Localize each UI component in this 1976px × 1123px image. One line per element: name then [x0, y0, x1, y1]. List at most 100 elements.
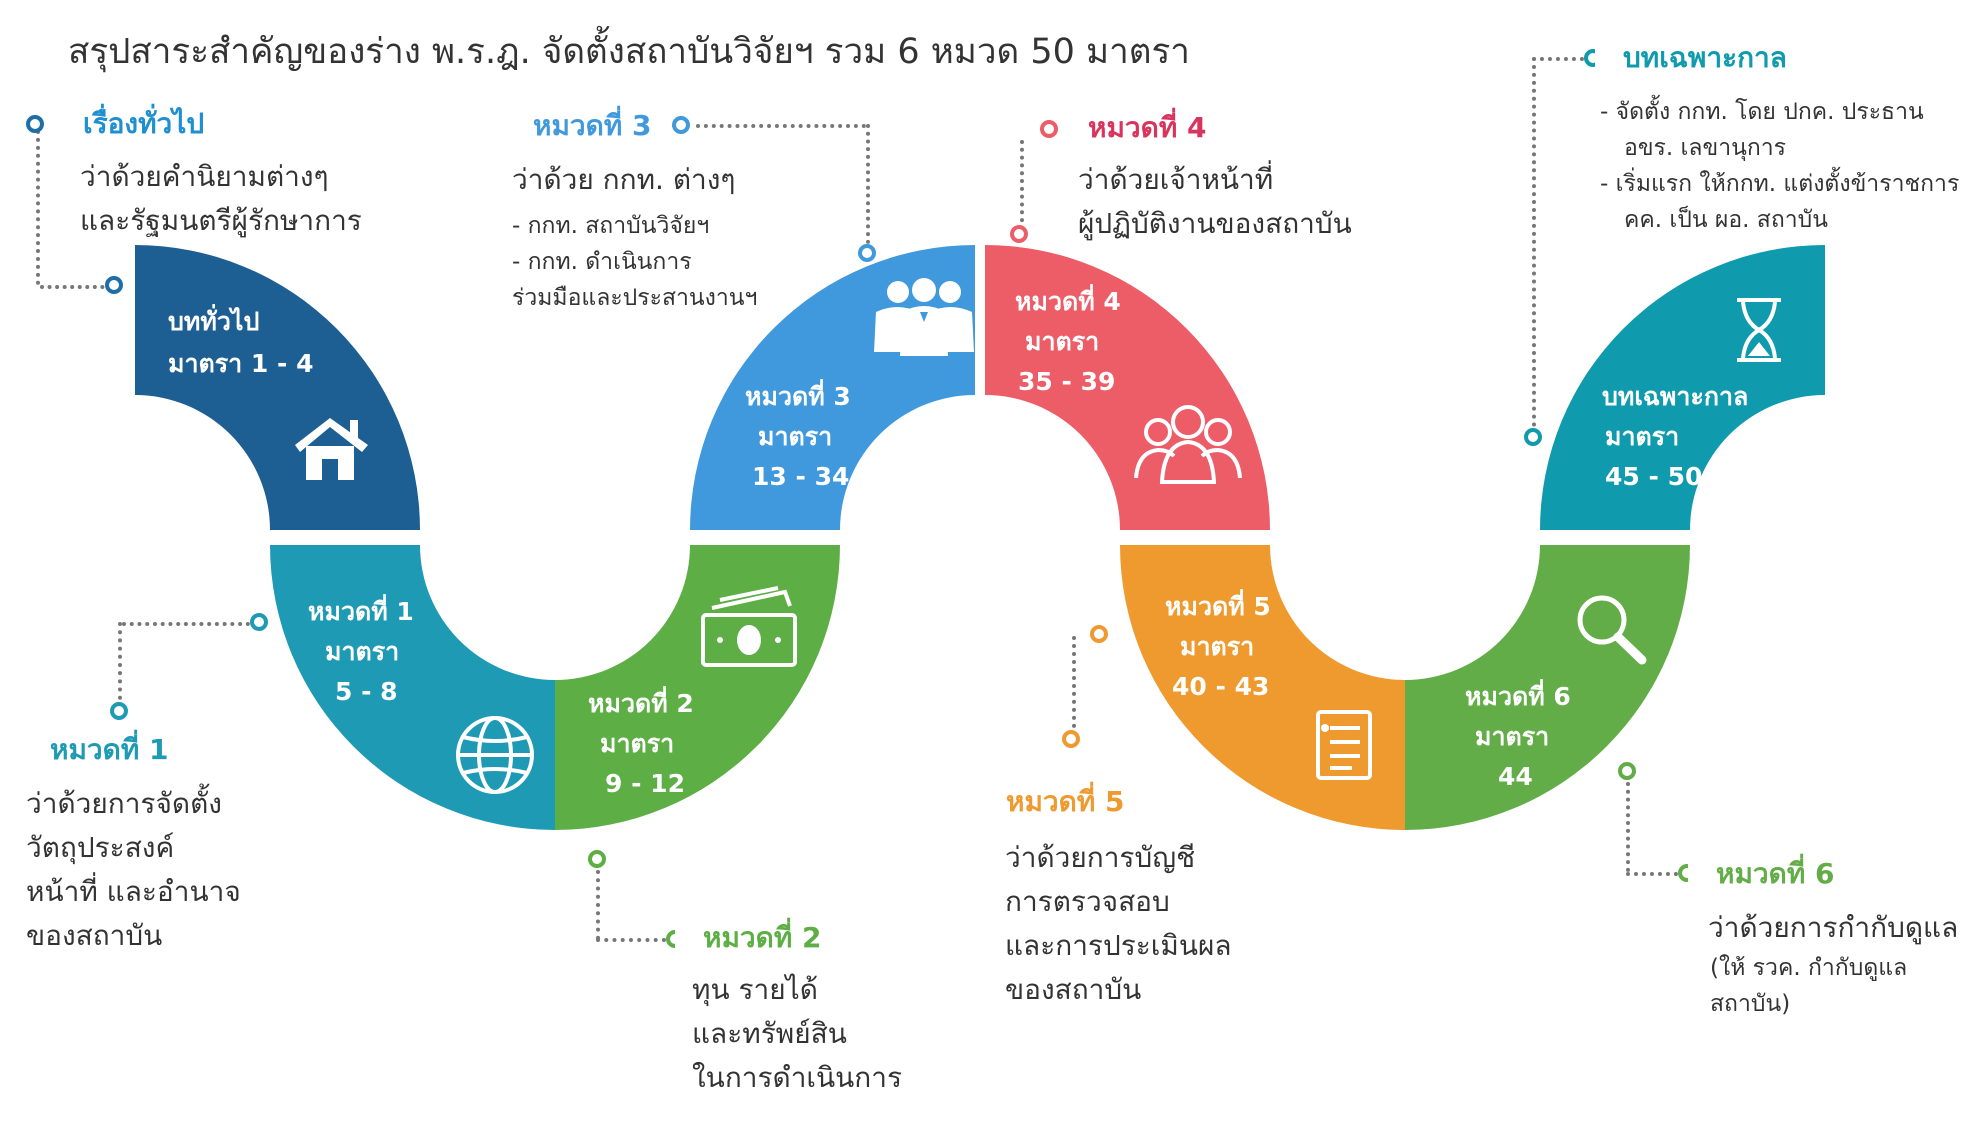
tag-ch4: หมวดที่ 4 [1060, 106, 1241, 150]
connector-ch1-h [122, 622, 250, 626]
ch4-heading: หมวดที่ 4 [1015, 284, 1121, 316]
dot-ch3-end [858, 244, 876, 262]
hourglass-icon [1737, 298, 1781, 362]
desc-transitional-line: อขร. เลขานุการ [1624, 135, 1787, 161]
search-icon [1577, 595, 1647, 665]
desc-ch4: ว่าด้วยเจ้าหน้าที่ ผู้ปฏิบัติงานของสถาบั… [1078, 158, 1352, 246]
ch3-heading: หมวดที่ 3 [745, 379, 851, 411]
desc-ch3-subline: ร่วมมือและประสานงานฯ [512, 285, 758, 311]
general-heading: บททั่วไป [168, 304, 259, 336]
desc-general: ว่าด้วยคำนิยามต่างๆ และรัฐมนตรีผู้รักษาก… [80, 155, 362, 243]
tag-ch5: หมวดที่ 5 [978, 780, 1159, 824]
desc-ch1-line: ของสถาบัน [26, 919, 163, 952]
desc-transitional-line: - จัดตั้ง กกท. โดย ปกค. ประธาน [1600, 99, 1924, 125]
desc-ch1-line: หน้าที่ และอำนาจ [26, 875, 241, 908]
desc-ch2-line: ทุน รายได้ [692, 973, 818, 1006]
connector-ch6-h [1626, 872, 1678, 876]
connector-general-v [36, 130, 40, 285]
desc-ch1-line: ว่าด้วยการจัดตั้ง [26, 787, 222, 820]
desc-ch5: ว่าด้วยการบัญชี การตรวจสอบ และการประเมิน… [1005, 836, 1232, 1012]
desc-ch6-subline: (ให้ รวค. กำกับดูแล [1710, 955, 1908, 981]
desc-ch3-sub: - กกท. สถาบันวิจัยฯ - กกท. ดำเนินการ ร่ว… [512, 208, 757, 316]
connector-ch1-v [118, 622, 122, 708]
connector-ch3-h [696, 124, 866, 128]
desc-ch1: ว่าด้วยการจัดตั้ง วัตถุประสงค์ หน้าที่ แ… [26, 782, 241, 958]
team-icon [874, 278, 974, 356]
desc-ch5-line: ของสถาบัน [1005, 973, 1142, 1006]
transitional-articles: 45 - 50 [1605, 462, 1702, 491]
ch1-heading: หมวดที่ 1 [308, 594, 414, 626]
tag-ch3: หมวดที่ 3 [505, 104, 686, 148]
ch6-articles: 44 [1498, 762, 1533, 791]
document-icon [1316, 710, 1372, 780]
ch1-articles: 5 - 8 [335, 677, 398, 706]
desc-ch2-line: ในการดำเนินการ [692, 1061, 902, 1094]
general-articles: มาตรา 1 - 4 [168, 349, 314, 378]
desc-ch4-line: ผู้ปฏิบัติงานของสถาบัน [1078, 207, 1352, 240]
dot-ch4 [1040, 120, 1058, 138]
desc-ch5-line: และการประเมินผล [1005, 929, 1232, 962]
segment-ch4 [985, 245, 1270, 530]
dot-ch1-end [250, 613, 268, 631]
dot-general-end [105, 276, 123, 294]
connector-ch3-v [866, 124, 870, 244]
dot-general [26, 115, 44, 133]
tag-transitional: บทเฉพาะกาล [1595, 36, 1821, 80]
segment-ch5 [1120, 545, 1405, 830]
ch4-articles-label: มาตรา [1025, 327, 1099, 356]
segment-ch6 [1405, 545, 1690, 830]
desc-ch6: ว่าด้วยการกำกับดูแล [1708, 906, 1958, 950]
desc-ch6-sub: (ให้ รวค. กำกับดูแล สถาบัน) [1710, 950, 1907, 1022]
dot-transitional-end [1524, 428, 1542, 446]
segment-ch1 [270, 545, 555, 830]
dot-ch1 [110, 702, 128, 720]
transitional-articles-label: มาตรา [1605, 422, 1679, 451]
desc-transitional-line: - เริ่มแรก ให้กกท. แต่งตั้งข้าราชการ [1600, 171, 1960, 197]
dot-ch3 [672, 116, 690, 134]
dot-ch4-end [1010, 225, 1028, 243]
money-icon [701, 586, 797, 667]
desc-ch2: ทุน รายได้ และทรัพย์สิน ในการดำเนินการ [692, 968, 902, 1100]
ch6-articles-label: มาตรา [1475, 722, 1549, 751]
ch2-articles: 9 - 12 [605, 769, 685, 798]
ch1-articles-label: มาตรา [325, 637, 399, 666]
ch5-heading: หมวดที่ 5 [1165, 589, 1271, 621]
connector-ch4-v [1020, 140, 1024, 230]
connector-ch5-v [1072, 636, 1076, 736]
segment-general [135, 245, 420, 530]
desc-ch2-line: และทรัพย์สิน [692, 1017, 847, 1050]
ch5-articles-label: มาตรา [1180, 632, 1254, 661]
tag-general: เรื่องทั่วไป [55, 102, 238, 146]
desc-general-line: ว่าด้วยคำนิยามต่างๆ [80, 160, 329, 193]
desc-transitional: - จัดตั้ง กกท. โดย ปกค. ประธาน อขร. เลขา… [1600, 94, 1959, 238]
house-icon [295, 418, 368, 480]
desc-ch6-line: ว่าด้วยการกำกับดูแล [1708, 911, 1959, 944]
page-title: สรุปสาระสำคัญของร่าง พ.ร.ฎ. จัดตั้งสถาบั… [68, 32, 1190, 72]
ch3-articles: 13 - 34 [752, 462, 849, 491]
desc-ch5-line: ว่าด้วยการบัญชี [1005, 841, 1196, 874]
desc-ch6-subline: สถาบัน) [1710, 991, 1791, 1017]
connector-transitional-h [1532, 57, 1584, 61]
desc-general-line: และรัฐมนตรีผู้รักษาการ [80, 204, 362, 237]
desc-ch3-subline: - กกท. ดำเนินการ [512, 249, 692, 275]
tag-ch6: หมวดที่ 6 [1688, 852, 1869, 896]
segment-transitional [1540, 245, 1825, 530]
desc-ch1-line: วัตถุประสงค์ [26, 831, 175, 864]
connector-ch6-v [1626, 782, 1630, 872]
segment-ch2 [555, 545, 840, 830]
connector-ch2-v [596, 870, 600, 940]
ch5-articles: 40 - 43 [1172, 672, 1269, 701]
desc-ch3-line: ว่าด้วย กกท. ต่างๆ [512, 163, 736, 196]
desc-ch4-line: ว่าด้วยเจ้าหน้าที่ [1078, 163, 1274, 196]
ch2-articles-label: มาตรา [600, 729, 674, 758]
ch4-articles: 35 - 39 [1018, 367, 1115, 396]
desc-ch3-subline: - กกท. สถาบันวิจัยฯ [512, 213, 710, 239]
desc-transitional-line: คค. เป็น ผอ. สถาบัน [1624, 207, 1829, 233]
desc-ch5-line: การตรวจสอบ [1005, 885, 1170, 918]
ch2-heading: หมวดที่ 2 [588, 686, 694, 718]
ch3-articles-label: มาตรา [758, 422, 832, 451]
transitional-heading: บทเฉพาะกาล [1602, 382, 1748, 411]
dot-ch2-end [588, 850, 606, 868]
ch6-heading: หมวดที่ 6 [1465, 679, 1571, 711]
